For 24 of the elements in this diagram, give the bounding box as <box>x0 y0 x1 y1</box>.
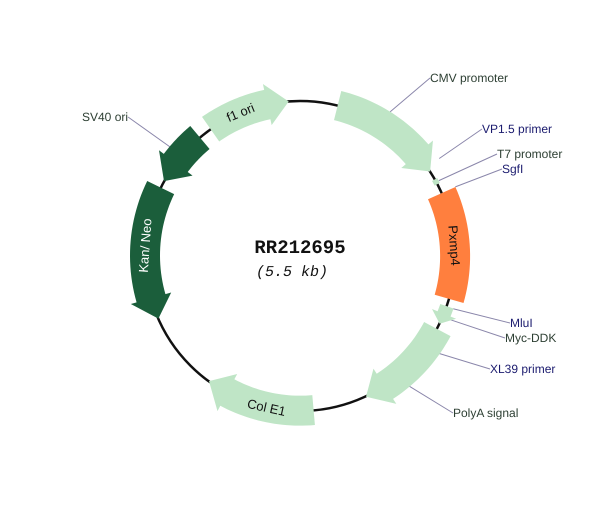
feature-label: Kan/ Neo <box>136 218 155 273</box>
plasmid-name: RR212695 <box>254 237 346 259</box>
leader-line <box>390 78 430 112</box>
leader-line <box>438 154 498 182</box>
annotation-label: Myc-DDK <box>505 331 556 345</box>
annotation-label: PolyA signal <box>453 406 518 420</box>
leader-line <box>454 168 502 188</box>
annotation-label: MluI <box>510 316 533 330</box>
leader-line <box>438 353 490 370</box>
annotation-label: VP1.5 primer <box>482 122 552 136</box>
annotation-label: SgfI <box>502 162 524 176</box>
leader-line <box>438 128 482 159</box>
annotation-label: T7 promoter <box>497 147 562 161</box>
leader-line <box>408 386 454 414</box>
annotation-label: SV40 ori <box>82 110 128 124</box>
feature-label: f1 ori <box>224 100 257 126</box>
leader-line <box>452 308 510 324</box>
feature-label: Pxmp4 <box>446 224 464 266</box>
feature-label: Col E1 <box>246 396 288 419</box>
annotation-label: CMV promoter <box>430 71 508 85</box>
leader-line <box>448 318 506 338</box>
plasmid-size: (5.5 kb) <box>256 264 328 280</box>
leader-line <box>128 116 170 148</box>
annotation-label: XL39 primer <box>490 362 556 376</box>
